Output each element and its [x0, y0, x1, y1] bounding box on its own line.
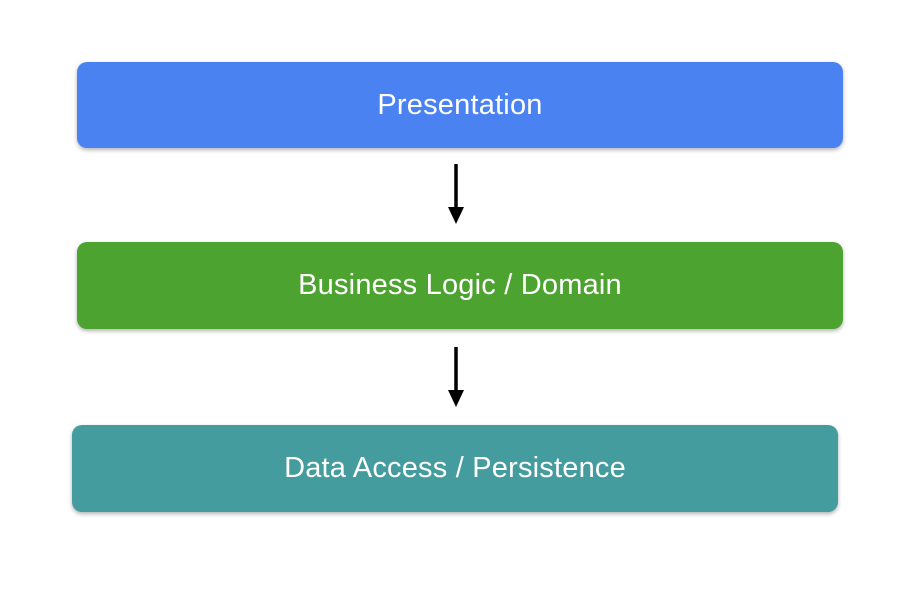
node-data-access-label: Data Access / Persistence: [284, 452, 626, 484]
arrow-down-icon: [448, 164, 464, 224]
node-business-logic-label: Business Logic / Domain: [298, 269, 622, 301]
arrow-down-icon: [448, 347, 464, 407]
node-data-access: Data Access / Persistence: [72, 425, 838, 512]
node-business-logic: Business Logic / Domain: [77, 242, 843, 329]
node-presentation: Presentation: [77, 62, 843, 148]
node-presentation-label: Presentation: [377, 88, 543, 121]
